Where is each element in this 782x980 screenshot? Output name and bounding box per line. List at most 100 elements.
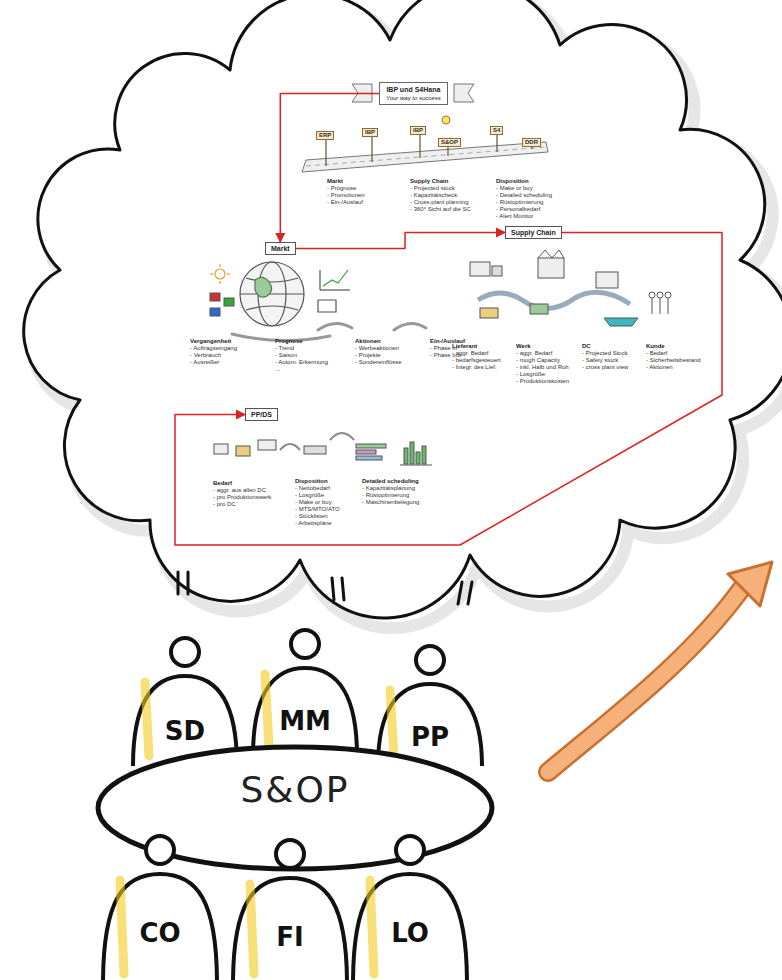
polyline — [323, 270, 348, 286]
globe — [240, 262, 304, 326]
process-arrows — [232, 323, 426, 340]
role-label: SD — [125, 716, 245, 746]
role-label: CO — [95, 918, 225, 948]
circle — [240, 262, 304, 326]
column-heading: Bedarf — [213, 480, 232, 487]
rect — [236, 446, 250, 456]
line — [187, 572, 190, 594]
line — [468, 582, 472, 604]
bullet-item: - Sondereinflüsse — [355, 359, 402, 366]
plaque-title: Markt — [271, 244, 290, 253]
bullet-item: - bedarfsgesteuert — [452, 357, 501, 364]
road-marking — [306, 147, 546, 166]
bullet-item: - Ein-/Auslauf — [327, 199, 363, 206]
circle — [657, 292, 663, 298]
bullet-item: - Maschinenbelegung — [362, 499, 419, 506]
person-head — [171, 638, 199, 666]
role-label: PP — [370, 722, 490, 752]
bullet-item: - Prognose — [327, 185, 356, 192]
path — [548, 588, 742, 772]
circle — [215, 269, 225, 279]
sign-posts — [326, 135, 532, 166]
path — [280, 444, 300, 450]
rect — [224, 298, 234, 306]
road-sign: IBP — [362, 128, 378, 137]
person-figure: PP — [370, 638, 490, 762]
rect — [492, 266, 502, 276]
bullet-item: - Rüstoptimierung — [362, 492, 409, 499]
column-heading: Disposition — [295, 478, 328, 485]
bullet-item: - Verbrauch — [190, 352, 221, 359]
title-banner: IBP und S4HanaYour way to success — [379, 82, 448, 105]
bullet-item: - Kapazitätsplanung — [362, 485, 415, 492]
ppds-sketch — [214, 433, 432, 465]
bullet-item: - Ausreißer — [190, 359, 219, 366]
role-label: LO — [345, 918, 475, 948]
thought-marks — [178, 572, 472, 604]
highlight-stroke — [370, 880, 374, 974]
rect — [258, 440, 276, 450]
bullet-item: - Nettobedarf — [295, 485, 330, 492]
bullet-item: - Autom. Erkennung — [275, 359, 328, 366]
person-shape — [225, 832, 355, 980]
bullet-item: - Safety stock — [582, 357, 618, 364]
bullet-item: - pro DC — [213, 501, 236, 508]
polygon — [728, 562, 772, 606]
bullet-item: - Stücklisten — [295, 513, 328, 520]
path — [318, 323, 352, 330]
highlight-stroke — [250, 884, 254, 974]
person-figure: CO — [95, 828, 225, 980]
line — [652, 298, 653, 314]
bullet-item: - Saison — [275, 352, 297, 359]
rect — [416, 452, 420, 464]
bullet-item: - Auftragseingang — [190, 345, 237, 352]
circle — [649, 292, 655, 298]
person-figure: MM — [245, 622, 365, 752]
person-head — [276, 840, 304, 868]
line — [496, 135, 497, 152]
polyline — [318, 300, 336, 312]
line — [668, 298, 669, 314]
line — [660, 298, 661, 314]
small-boxes — [210, 293, 234, 316]
bullet-item: - Make or buy — [496, 185, 533, 192]
rect — [214, 444, 228, 454]
section-plaque: PP/DS — [245, 408, 278, 421]
person-head — [291, 630, 319, 658]
person-figure: LO — [345, 828, 475, 980]
bullet-item: - Cross-plant planning — [410, 199, 469, 206]
polyline — [320, 289, 350, 290]
rect — [538, 258, 564, 278]
bullet-item: - Promotionen — [327, 192, 365, 199]
path — [246, 278, 298, 310]
column-heading: Detailed scheduling — [362, 478, 419, 485]
rect — [470, 262, 490, 276]
bullet-item: - cross plant view — [582, 364, 628, 371]
bullet-item: - inkl. Halb und Roh — [516, 364, 569, 371]
sun-icon — [210, 264, 230, 284]
line — [400, 465, 432, 466]
person-figure: SD — [125, 630, 245, 762]
person-shape — [95, 828, 225, 980]
section-plaque: Supply Chain — [505, 226, 562, 239]
bullet-item: - Losgröße — [295, 492, 324, 499]
person-head — [416, 646, 444, 674]
bullet-item: - aggr. Bedarf — [516, 350, 552, 357]
column-heading: Vergangenheit — [190, 338, 231, 345]
path — [478, 292, 630, 308]
bullet-item: - Integr. des Lief. — [452, 364, 497, 371]
rect — [356, 456, 382, 460]
line — [219, 264, 220, 267]
column-heading: Prognose — [275, 338, 303, 345]
line — [177, 572, 180, 594]
bullet-item: ... — [275, 366, 280, 373]
column-heading: Disposition — [496, 178, 529, 185]
column-heading: Werk — [516, 343, 531, 350]
column-heading: Kunde — [646, 343, 665, 350]
rect — [480, 308, 498, 318]
bullet-item: - pro Produktionswerk — [213, 494, 271, 501]
plaque-subtitle: Your way to success — [386, 94, 441, 102]
highlight-stroke — [120, 880, 124, 974]
